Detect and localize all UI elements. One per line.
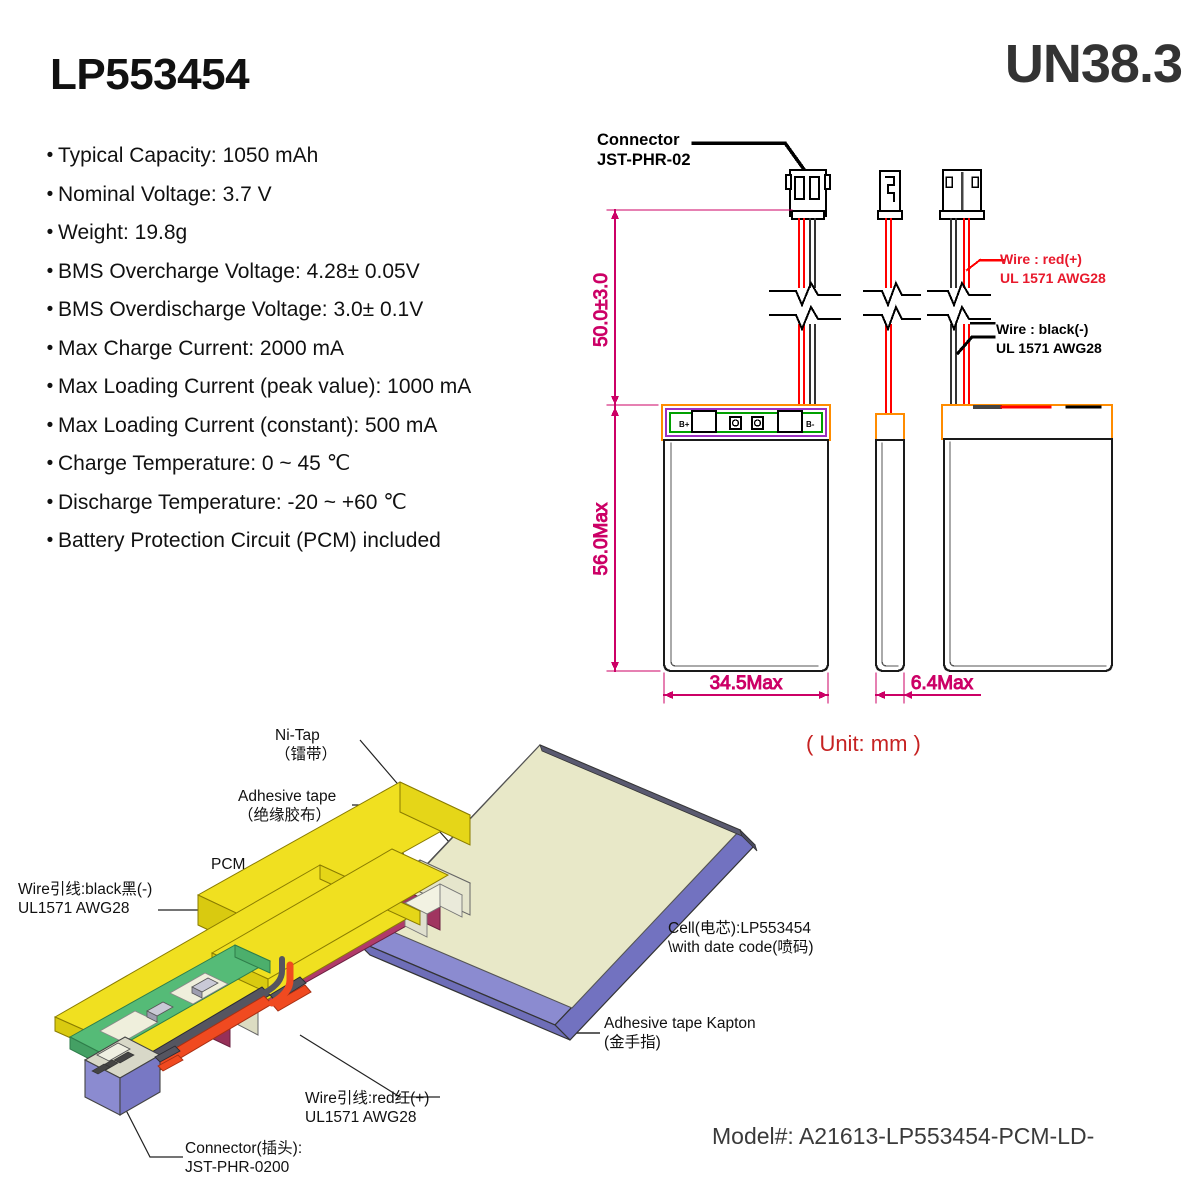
spec-text: Battery Protection Circuit (PCM) include…	[58, 529, 441, 552]
callout-kapton-tape-line2: (金手指)	[604, 1034, 661, 1051]
spec-item: • BMS Overcharge Voltage: 4.28± 0.05V	[42, 259, 562, 283]
callout-connector-line1: Connector(插头):	[185, 1140, 303, 1157]
callout-kapton-tape-line1: Adhesive tape Kapton	[604, 1015, 756, 1032]
connector-front-view	[785, 169, 831, 220]
bullet-icon: •	[46, 260, 54, 282]
spec-text: Max Loading Current (constant): 500 mA	[58, 413, 438, 437]
bullet-icon: •	[46, 376, 54, 397]
callout-adhesive-tape-line1: Adhesive tape	[238, 788, 337, 805]
spec-text: BMS Overcharge Voltage: 4.28± 0.05V	[58, 259, 420, 283]
spec-text: Max Charge Current: 2000 mA	[58, 336, 344, 360]
technical-drawing: B+ B-	[580, 115, 1200, 715]
callout-ni-tap-line2: （镭带）	[275, 746, 338, 763]
exploded-assembly-diagram	[0, 715, 1000, 1185]
spec-text: Discharge Temperature: -20 ~ +60 ℃	[58, 490, 407, 514]
wire-black-callout-label: Wire : black(-) UL 1571 AWG28	[996, 320, 1102, 358]
terminal-positive-label: B+	[679, 420, 690, 429]
spec-text: Max Loading Current (peak value): 1000 m…	[58, 375, 472, 398]
spec-item: • Typical Capacity: 1050 mAh	[42, 145, 562, 167]
bullet-icon: •	[46, 183, 54, 205]
callout-wire-black: Wire引线:black黑(-) UL1571 AWG28	[18, 880, 152, 918]
spec-text: Weight: 19.8g	[58, 221, 188, 244]
wire-red-callout-label: Wire : red(+) UL 1571 AWG28	[1000, 250, 1106, 288]
page-title: LP553454	[50, 50, 250, 99]
spec-item: • Discharge Temperature: -20 ~ +60 ℃	[42, 490, 562, 514]
spec-item: • Max Loading Current (peak value): 1000…	[42, 376, 562, 398]
spec-item: • BMS Overdischarge Voltage: 3.0± 0.1V	[42, 299, 562, 321]
callout-wire-red-line1: Wire引线:red红(+)	[305, 1090, 430, 1107]
exploded-assembly-svg	[53, 739, 758, 1158]
callout-cell: Cell(电芯):LP553454 \with date code(喷码)	[668, 919, 814, 957]
callout-kapton-tape: Adhesive tape Kapton (金手指)	[604, 1014, 756, 1052]
connector-callout-line2: JST-PHR-02	[597, 151, 691, 169]
dimension-width-text: 34.5Max	[710, 673, 783, 694]
spec-item: • Battery Protection Circuit (PCM) inclu…	[42, 530, 562, 552]
bullet-icon: •	[46, 530, 54, 551]
pcm-board-front: B+ B-	[660, 403, 832, 442]
connector-callout-label: Connector JST-PHR-02	[597, 130, 691, 170]
dimension-height-text: 50.0±3.0	[591, 273, 612, 347]
unit-note: ( Unit: mm )	[806, 731, 921, 756]
bullet-icon: •	[46, 337, 54, 359]
callout-wire-black-line1: Wire引线:black黑(-)	[18, 881, 153, 898]
callout-adhesive-tape: Adhesive tape （绝缘胶布）	[238, 787, 336, 825]
callout-cell-line2: \with date code(喷码)	[668, 939, 814, 956]
wire-red-line2: UL 1571 AWG28	[1000, 270, 1106, 286]
spec-item: • Charge Temperature: 0 ~ 45 ℃	[42, 453, 562, 475]
spec-item: • Max Loading Current (constant): 500 mA	[42, 413, 562, 437]
spec-text: Typical Capacity: 1050 mAh	[58, 144, 319, 167]
callout-wire-red: Wire引线:red红(+) UL1571 AWG28	[305, 1089, 429, 1127]
callout-connector-line2: JST-PHR-0200	[185, 1159, 290, 1176]
side-view	[863, 170, 921, 673]
spec-text: Charge Temperature: 0 ~ 45 ℃	[58, 452, 351, 475]
connector-leader-line	[691, 141, 811, 178]
callout-cell-line1: Cell(电芯):LP553454	[668, 920, 812, 937]
bullet-icon: •	[46, 299, 54, 320]
spec-text: BMS Overdischarge Voltage: 3.0± 0.1V	[58, 298, 424, 321]
callout-pcm: PCM	[211, 856, 246, 873]
terminal-negative-label: B-	[806, 420, 815, 429]
orthographic-views-svg: B+ B-	[591, 141, 1114, 704]
wire-black-line2: UL 1571 AWG28	[996, 340, 1102, 356]
callout-ni-tap: Ni-Tap （镭带）	[275, 726, 337, 764]
front-view-wires	[691, 218, 841, 434]
jst-connector-3d	[83, 1036, 184, 1116]
specification-list: • Typical Capacity: 1050 mAh • Nominal V…	[42, 145, 562, 569]
spec-item: • Max Charge Current: 2000 mA	[42, 336, 562, 360]
bullet-icon: •	[46, 491, 54, 513]
back-view	[927, 169, 1114, 673]
bullet-icon: •	[46, 414, 54, 436]
dimension-annotations: 50.0±3.0 56.0Max 34.5Max	[591, 209, 981, 704]
wire-black-line1: Wire : black(-)	[996, 321, 1089, 337]
dimension-thickness-text: 6.4Max	[911, 673, 974, 694]
wire-red-line1: Wire : red(+)	[1000, 251, 1082, 267]
model-number: Model#: A21613-LP553454-PCM-LD-	[712, 1123, 1095, 1149]
spec-text: Nominal Voltage: 3.7 V	[58, 182, 272, 206]
callout-adhesive-tape-line2: （绝缘胶布）	[238, 807, 332, 824]
bullet-icon: •	[46, 222, 54, 243]
bullet-icon: •	[46, 453, 54, 474]
callout-wire-black-line2: UL1571 AWG28	[18, 900, 130, 917]
cell-3d-body	[353, 744, 758, 1041]
pcm-pcb-board	[68, 944, 272, 1068]
callout-ni-tap-line1: Ni-Tap	[275, 727, 320, 744]
connector-callout-line1: Connector	[597, 131, 680, 149]
bullet-icon: •	[46, 145, 54, 166]
dimension-cell-height-text: 56.0Max	[591, 502, 612, 575]
cell-body-front-view	[662, 438, 830, 673]
callout-wire-red-line2: UL1571 AWG28	[305, 1109, 417, 1126]
un38-3-certification-badge: UN38.3	[1004, 34, 1183, 94]
spec-item: • Weight: 19.8g	[42, 222, 562, 244]
spec-item: • Nominal Voltage: 3.7 V	[42, 182, 562, 206]
callout-connector: Connector(插头): JST-PHR-0200	[185, 1139, 302, 1177]
